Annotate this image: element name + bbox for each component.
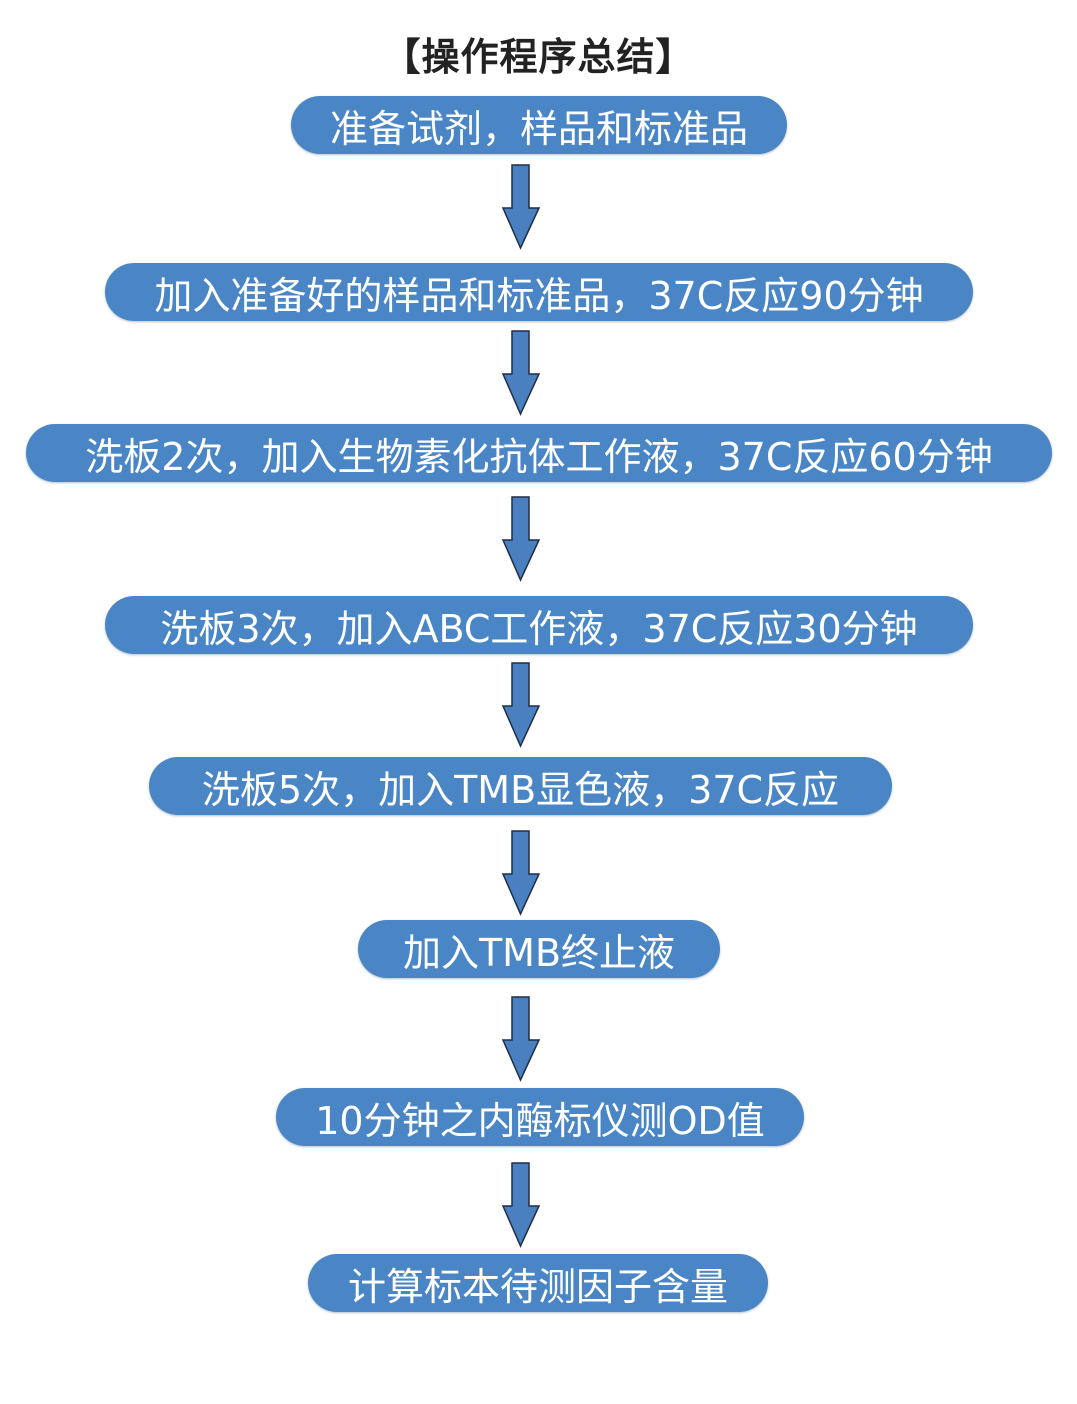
- step-7-measure-od: 10分钟之内酶标仪测OD值: [276, 1088, 804, 1146]
- step-2-add-samples: 加入准备好的样品和标准品，37C反应90分钟: [105, 263, 973, 321]
- step-5-tmb-color: 洗板5次，加入TMB显色液，37C反应: [149, 757, 892, 815]
- down-arrow-icon: [501, 662, 541, 748]
- down-arrow-icon: [501, 330, 541, 416]
- step-6-stop-solution: 加入TMB终止液: [358, 920, 720, 978]
- down-arrow-icon: [501, 496, 541, 582]
- step-1-prepare: 准备试剂，样品和标准品: [291, 96, 787, 154]
- page-title: 【操作程序总结】: [382, 35, 695, 79]
- down-arrow-icon: [501, 1162, 541, 1248]
- step-8-calculate: 计算标本待测因子含量: [308, 1254, 768, 1312]
- step-4-abc: 洗板3次，加入ABC工作液，37C反应30分钟: [105, 596, 973, 654]
- down-arrow-icon: [501, 996, 541, 1082]
- down-arrow-icon: [501, 164, 541, 250]
- down-arrow-icon: [501, 830, 541, 916]
- step-3-biotin-antibody: 洗板2次，加入生物素化抗体工作液，37C反应60分钟: [26, 424, 1052, 482]
